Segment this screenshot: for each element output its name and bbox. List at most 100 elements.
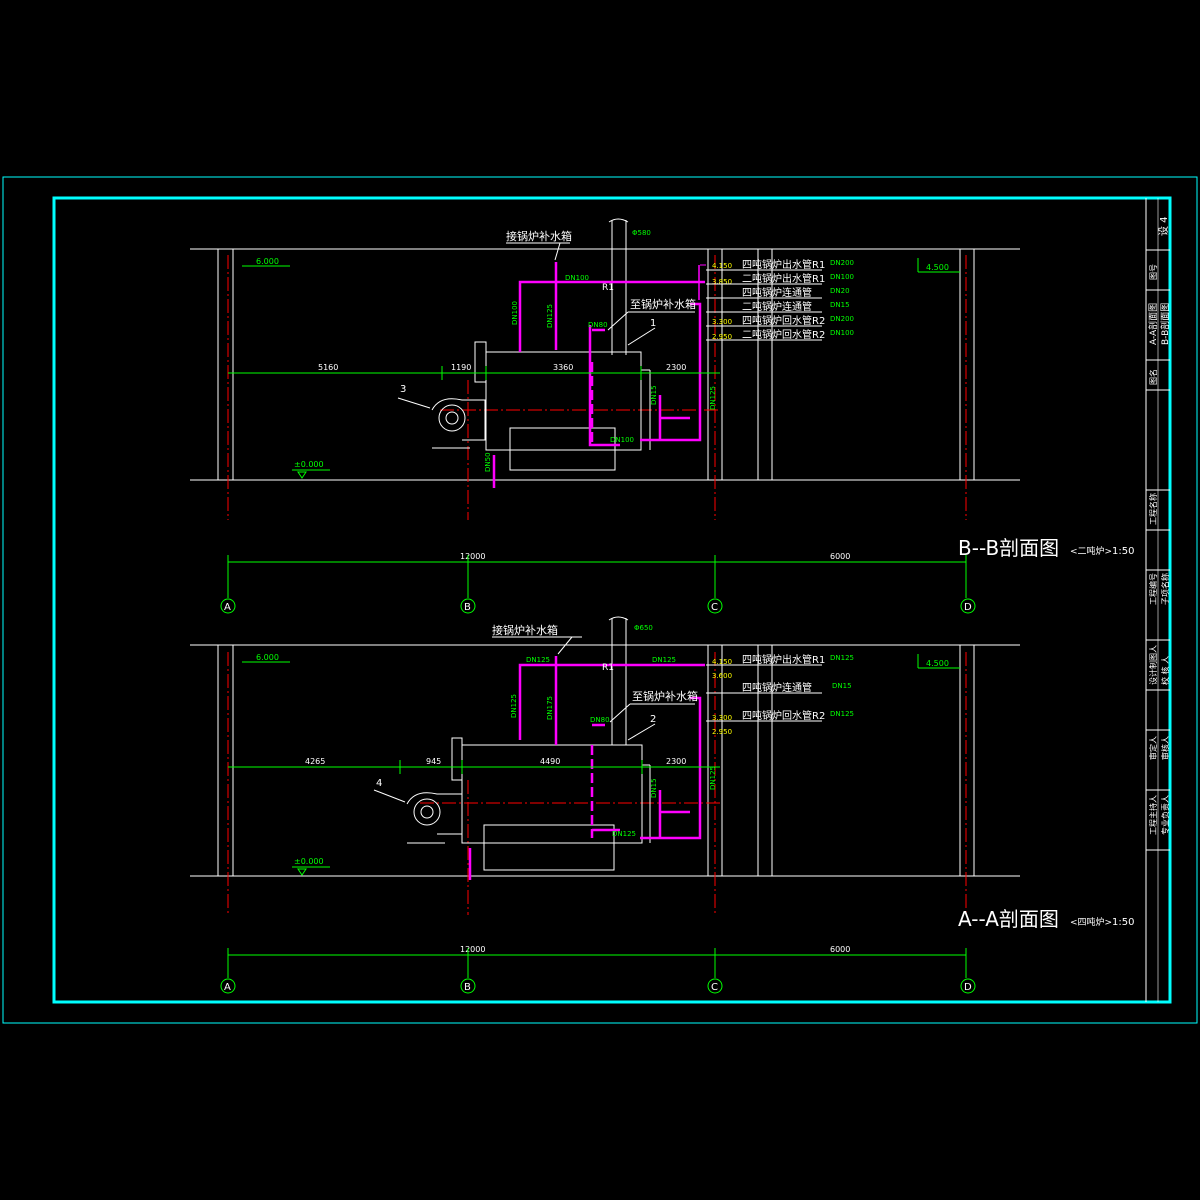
- legend-bb-size-4: DN200: [830, 315, 854, 323]
- dim-aa-3: 2300: [666, 757, 686, 766]
- dim-aa-0: 4265: [305, 757, 325, 766]
- pipe-label-aa-1: DN125: [652, 656, 676, 664]
- approver-label: 审定人: [1148, 736, 1158, 760]
- reviewer-label: 审核人: [1160, 736, 1170, 760]
- legend-bb-size-2: DN20: [830, 287, 850, 295]
- makeup-label-bb: 接锅炉补水箱: [506, 229, 572, 243]
- legend-bb-size-1: DN100: [830, 273, 854, 281]
- axis-bb-a: A: [224, 602, 231, 613]
- discipline-label: 专业负责人: [1160, 795, 1170, 835]
- pipe-label-aa-0: DN125: [526, 656, 550, 664]
- dim-aa-1: 945: [426, 757, 441, 766]
- elev-left-aa: 6.000: [256, 653, 279, 662]
- legend-aa-size-2: DN125: [830, 710, 854, 718]
- legend-bb-size-0: DN200: [830, 259, 854, 267]
- pipe-label-bb-1: DN100: [511, 301, 519, 325]
- outer-border: [2, 176, 1198, 1024]
- elev-ground-aa: ±0.000: [294, 857, 324, 866]
- pipe-label-aa-2: DN125: [510, 694, 518, 718]
- checker-label: 校 核 人: [1160, 656, 1170, 685]
- legend-bb-size-3: DN15: [830, 301, 850, 309]
- project-number-label: 工程编号: [1148, 573, 1158, 605]
- dim-bb-0: 5160: [318, 363, 338, 372]
- pipe-label-bb-3: DN80: [588, 321, 608, 329]
- chief-label: 工程主持人: [1148, 795, 1158, 835]
- elevation-aa-3: 2.950: [712, 728, 732, 736]
- pipe-label-bb-2: DN125: [546, 304, 554, 328]
- legend-bb-name-1: 二吨锅炉出水管R1: [742, 272, 825, 285]
- legend-bb-name-2: 四吨锅炉连通管: [742, 286, 812, 299]
- axis-bb-b: B: [464, 602, 471, 613]
- pipe-label-bb-4: DN15: [650, 385, 658, 405]
- total-left-aa: 12000: [460, 945, 485, 954]
- burner-no-bb: 3: [400, 384, 406, 395]
- legend-bb-name-5: 二吨锅炉回水管R2: [742, 328, 825, 341]
- dim-bb-1: 1190: [451, 363, 471, 372]
- axis-bb-c: C: [711, 602, 718, 613]
- sub-item-label: 子项名称: [1160, 573, 1170, 605]
- legend-bb-name-3: 二吨锅炉连通管: [742, 300, 812, 313]
- makeup-label-aa: 接锅炉补水箱: [492, 623, 558, 637]
- burner-no-aa: 4: [376, 778, 382, 789]
- section-scale-aa: 1:50: [1112, 917, 1134, 928]
- elev-right-aa: 4.500: [926, 659, 949, 668]
- elev-right-bb: 4.500: [926, 263, 949, 272]
- section-subtitle-bb: <二吨炉>: [1070, 545, 1112, 557]
- legend-aa-name-0: 四吨锅炉出水管R1: [742, 653, 825, 666]
- legend-aa-size-0: DN125: [830, 654, 854, 662]
- chimney-size-bb: Φ580: [632, 229, 651, 237]
- inner-border: [52, 196, 1172, 1004]
- elevation-bb-0: 4.150: [712, 262, 732, 270]
- pipe-label-aa-5: DN15: [650, 778, 658, 798]
- elevation-aa-2: 3.300: [712, 714, 732, 722]
- legend-aa: 四吨锅炉出水管R1 DN125 四吨锅炉连通管 DN15 四吨锅炉回水管R2 D…: [706, 653, 854, 722]
- legend-aa-size-1: DN15: [832, 682, 852, 690]
- elev-left-bb: 6.000: [256, 257, 279, 266]
- dim-bb-2: 3360: [553, 363, 573, 372]
- pipe-label-aa-7: DN125: [612, 830, 636, 838]
- pipe-label-bb-5: DN125: [709, 386, 717, 410]
- legend-aa-name-1: 四吨锅炉连通管: [742, 681, 812, 694]
- elevation-aa-1: 3.600: [712, 672, 732, 680]
- elevation-bb-2: 3.300: [712, 318, 732, 326]
- dim-aa-2: 4490: [540, 757, 560, 766]
- elevation-bb-3: 2.950: [712, 333, 732, 341]
- total-left-bb: 12000: [460, 552, 485, 561]
- drawing-number: 设 4: [1158, 216, 1170, 236]
- legend-bb: 四吨锅炉出水管R1 DN200 二吨锅炉出水管R1 DN100 四吨锅炉连通管 …: [706, 258, 854, 341]
- elevation-aa-0: 4.150: [712, 658, 732, 666]
- drawing-name-1: A-A剖面图: [1147, 303, 1159, 345]
- project-name-label: 工程名称: [1148, 493, 1158, 525]
- legend-bb-name-0: 四吨锅炉出水管R1: [742, 258, 825, 271]
- drawing-name-label: 图名: [1148, 369, 1158, 385]
- pipes-aa: [468, 656, 705, 880]
- boiler-no-bb: 1: [650, 318, 656, 329]
- pipe-label-aa-4: DN80: [590, 716, 610, 724]
- designer-label: 设计制图人: [1148, 645, 1158, 685]
- legend-bb-name-4: 四吨锅炉回水管R2: [742, 314, 825, 327]
- boiler-body-bb: [485, 351, 642, 451]
- section-title-bb: B--B剖面图: [958, 536, 1059, 560]
- axis-aa-d: D: [964, 982, 972, 993]
- pipe-label-bb-0: DN100: [565, 274, 589, 282]
- legend-bb-size-5: DN100: [830, 329, 854, 337]
- axis-aa-c: C: [711, 982, 718, 993]
- pipe-label-bb-6: DN100: [610, 436, 634, 444]
- section-scale-bb: 1:50: [1112, 546, 1134, 557]
- dim-bb-3: 2300: [666, 363, 686, 372]
- total-right-aa: 6000: [830, 945, 850, 954]
- r1-bb: R1: [602, 283, 614, 293]
- to-tank-label-bb: 至锅炉补水箱: [630, 297, 696, 311]
- burner-bb: [397, 397, 486, 449]
- pipe-label-aa-6: DN125: [709, 766, 717, 790]
- title-block: 设 4 图号 A-A剖面图 B-B剖面图 图名 工程名称 工程编号 子项名称 设…: [1145, 198, 1171, 1002]
- to-tank-label-aa: 至锅炉补水箱: [632, 689, 698, 703]
- pipe-label-bb-7: DN50: [484, 452, 492, 472]
- section-title-aa: A--A剖面图: [958, 907, 1059, 931]
- axis-aa-b: B: [464, 982, 471, 993]
- pipe-label-aa-3: DN175: [546, 696, 554, 720]
- legend-aa-name-2: 四吨锅炉回水管R2: [742, 709, 825, 722]
- chimney-size-aa: Φ650: [634, 624, 653, 632]
- total-right-bb: 6000: [830, 552, 850, 561]
- r1-aa: R1: [602, 663, 614, 673]
